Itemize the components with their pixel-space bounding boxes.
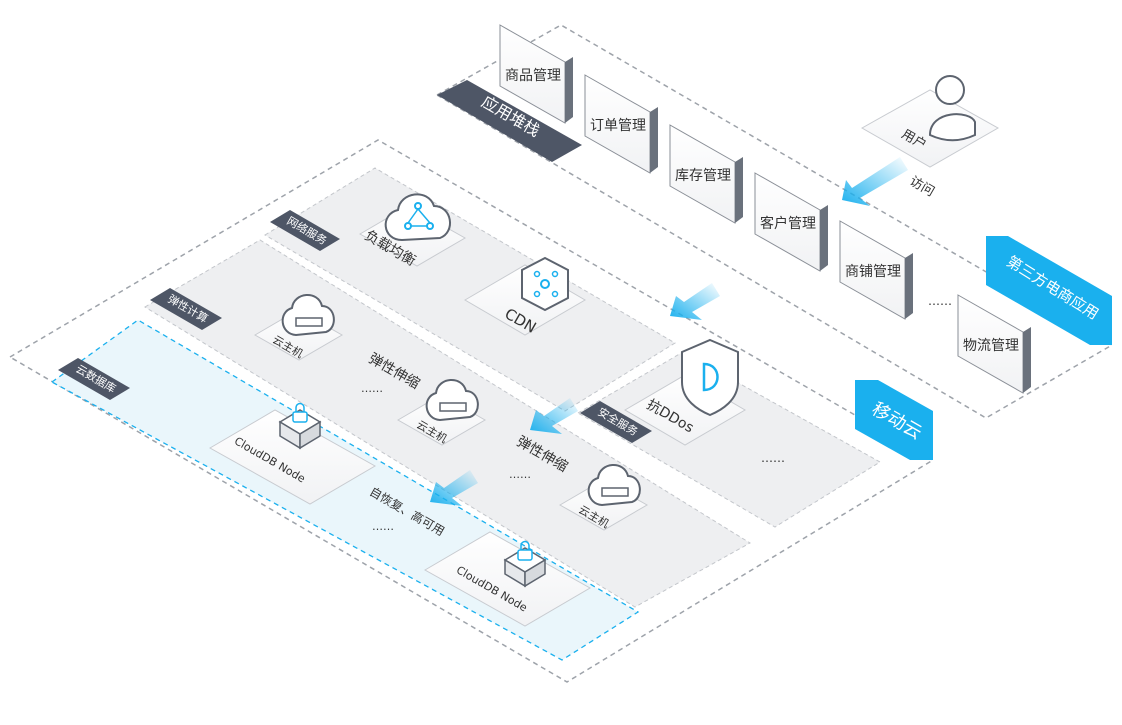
access-label: 访问 [907,174,937,200]
access-arrow: 访问 [842,157,937,206]
module-card[interactable]: 库存管理 [669,124,743,224]
load-balance-card[interactable]: 负载均衡 [358,193,467,269]
module-card[interactable]: 商品管理 [499,24,573,124]
elastic-tag: 弹性计算 [150,288,222,330]
cloud-vm-icon [587,464,641,507]
cloud-vm-icon [281,294,335,337]
app-modules: 商品管理 订单管理 库存管理 客户管理 商铺管理 物流管理 …… [499,24,1031,394]
module-label: 物流管理 [963,338,1019,354]
module-card[interactable]: 客户管理 [754,172,828,272]
module-label: 商品管理 [505,68,561,84]
mobile-cloud-boundary [8,139,935,683]
scaling-more: …… [361,382,383,395]
flow-arrow [670,283,720,320]
vm-card[interactable]: 云主机 [396,379,487,446]
module-card[interactable]: 物流管理 [957,294,1031,394]
mobile-cloud-tag: 移动云 [855,380,933,460]
flow-arrow [530,398,578,434]
network-panel [265,168,675,411]
db-node-card[interactable]: CloudDB Node [423,531,592,627]
cdn-hub-icon [521,256,569,312]
database-lock-icon [278,402,322,450]
database-lock-icon [503,540,547,588]
cdn-card[interactable]: CDN [464,256,586,337]
scaling-more: …… [509,468,531,481]
cloud-network-icon [384,193,451,242]
user-card[interactable]: 用户 [860,75,1000,168]
module-label: 客户管理 [760,215,816,232]
modules-more: …… [928,294,952,308]
ddos-card[interactable]: 抗DDos [624,338,746,446]
security-more: …… [761,451,785,465]
module-label: 商铺管理 [845,264,901,280]
module-card[interactable]: 订单管理 [584,74,658,174]
shield-icon [681,338,739,417]
module-card[interactable]: 商铺管理 [839,220,913,320]
cloud-vm-icon [425,379,479,422]
user-icon [928,75,976,142]
module-label: 订单管理 [590,118,646,134]
flow-arrow [430,470,478,506]
recovery-more: …… [372,520,394,533]
module-label: 库存管理 [675,168,731,184]
